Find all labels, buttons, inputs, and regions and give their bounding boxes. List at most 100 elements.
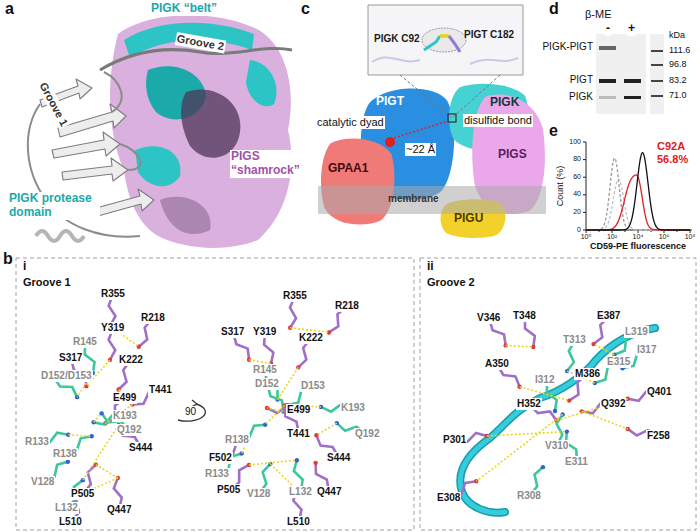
atom-dot [474,479,478,483]
hydrogen-bond [594,344,615,355]
histogram-curves [586,153,690,230]
residue-label: Y319 [100,322,125,334]
residue-label: P301 [442,434,467,446]
groove-label: Groove 1 [22,276,72,289]
gel-image [650,34,664,114]
tick-label: 20 [572,208,582,216]
rotation-arrow [178,400,205,421]
residue-label: E315 [606,356,631,368]
residue-label: K193 [340,402,366,414]
subpanel-label: i [22,260,27,274]
tick-label: 10⁴ [632,233,645,241]
histogram-curve [586,158,690,230]
protease-cartoon [96,189,154,216]
mutant-label: C92A [656,140,686,153]
residue-label: R133 [204,468,230,480]
panel-frame [16,258,414,530]
inset-art [422,28,466,52]
residue-label: R145 [72,336,98,348]
site-label: catalytic dyad [316,116,385,129]
residue-label: E499 [112,392,137,404]
tick-label: 80 [572,155,582,163]
tick-label: 100 [568,138,582,146]
residue-label: S317 [220,326,245,338]
residue-label: I317 [636,344,657,356]
residue-label: Q192 [354,428,380,440]
residue-label: Y319 [252,326,277,338]
histogram-curve [586,179,690,230]
marker-size: 71.0 [668,90,688,100]
residue-label: K193 [112,410,138,422]
condition-sign: - [605,22,611,36]
subunit-label: PIGT [376,95,404,109]
residue-label: R355 [282,290,308,302]
marker-size: 71.0 [668,90,688,100]
residue-label: T313 [562,334,587,346]
residue-label: M386 [574,368,601,380]
residue-label: K222 [298,332,324,344]
residue-label: Q447 [316,486,342,498]
inset-art [424,36,440,50]
residue-label: S317 [220,326,245,338]
gel-image [599,96,616,99]
subunit-label: PIGS [498,148,527,162]
protein-surface [135,146,180,186]
condition-sign: - [605,22,611,36]
tick-label: 10⁰ [580,233,593,241]
residue-label: T348 [512,310,537,322]
residue-label: V128 [30,476,55,488]
subunit-label: PIGU [454,212,483,226]
region-label: PIGK “belt” [150,2,218,16]
hydrogen-bond [557,399,628,421]
tick-label: 10⁶ [658,233,671,241]
residue-label: E315 [606,356,631,368]
histogram-curve [586,153,690,230]
residue-label: D152 [254,378,280,390]
residue-label: R218 [140,312,166,324]
protease-loops [120,144,140,170]
residue-label: Q392 [600,398,626,410]
residue-label: P505 [70,488,95,500]
protease-loops [36,231,84,241]
rotation-arrow [178,404,205,421]
residue-label: E499 [286,404,311,416]
residue-label: K222 [298,332,324,344]
band-label: PIGK [568,91,594,103]
residue-sticks [37,294,659,522]
residue-label: S317 [58,352,83,364]
residue-label: D153 [300,380,326,392]
catalytic-site [385,137,395,147]
tick-label: 10⁸ [684,233,697,241]
subpanel-label: ii [426,260,435,274]
residue-label: L132 [54,502,79,514]
residue-label: T441 [286,428,311,440]
band-label: PIGK-PIGT [541,41,594,53]
residue-label: E499 [112,392,137,404]
residue-label: E308 [436,492,461,504]
subunit-label: PIGU [454,212,483,226]
condition-label: β-ME [584,8,613,21]
protein-surface [181,89,240,157]
marker-size: 111.6 [668,45,691,55]
gel-image [624,96,641,99]
residue-label: K193 [340,402,366,414]
hydrogen-bond [249,360,271,364]
condition-label: β-ME [584,8,613,21]
protein-surface [246,60,277,106]
subunit-label: PIGK [490,96,519,110]
hydrogen-bond [278,367,299,399]
residue-label: R145 [252,364,278,376]
tick-label: 40 [572,190,582,198]
subunit-label: PIGS [498,148,527,162]
residue-label: D153 [300,380,326,392]
subpanel-label: ii [426,260,435,274]
residue-label: I317 [636,344,657,356]
residue-label: S444 [128,442,153,454]
percent-label: 56.8% [656,153,689,166]
subunit-label: PIGT [376,95,404,109]
gel-image [599,46,616,50]
residue-label: P505 [216,484,241,496]
residue-label: P505 [216,484,241,496]
histogram-curve [586,175,690,230]
residue-label: R138 [224,434,250,446]
